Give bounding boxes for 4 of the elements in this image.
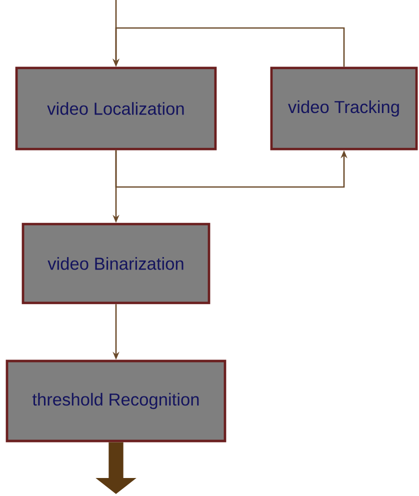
process-box: video Localization <box>15 66 217 150</box>
process-box: video Tracking <box>270 66 418 150</box>
process-box: threshold Recognition <box>6 360 226 442</box>
process-box: video Binarization <box>22 222 210 304</box>
